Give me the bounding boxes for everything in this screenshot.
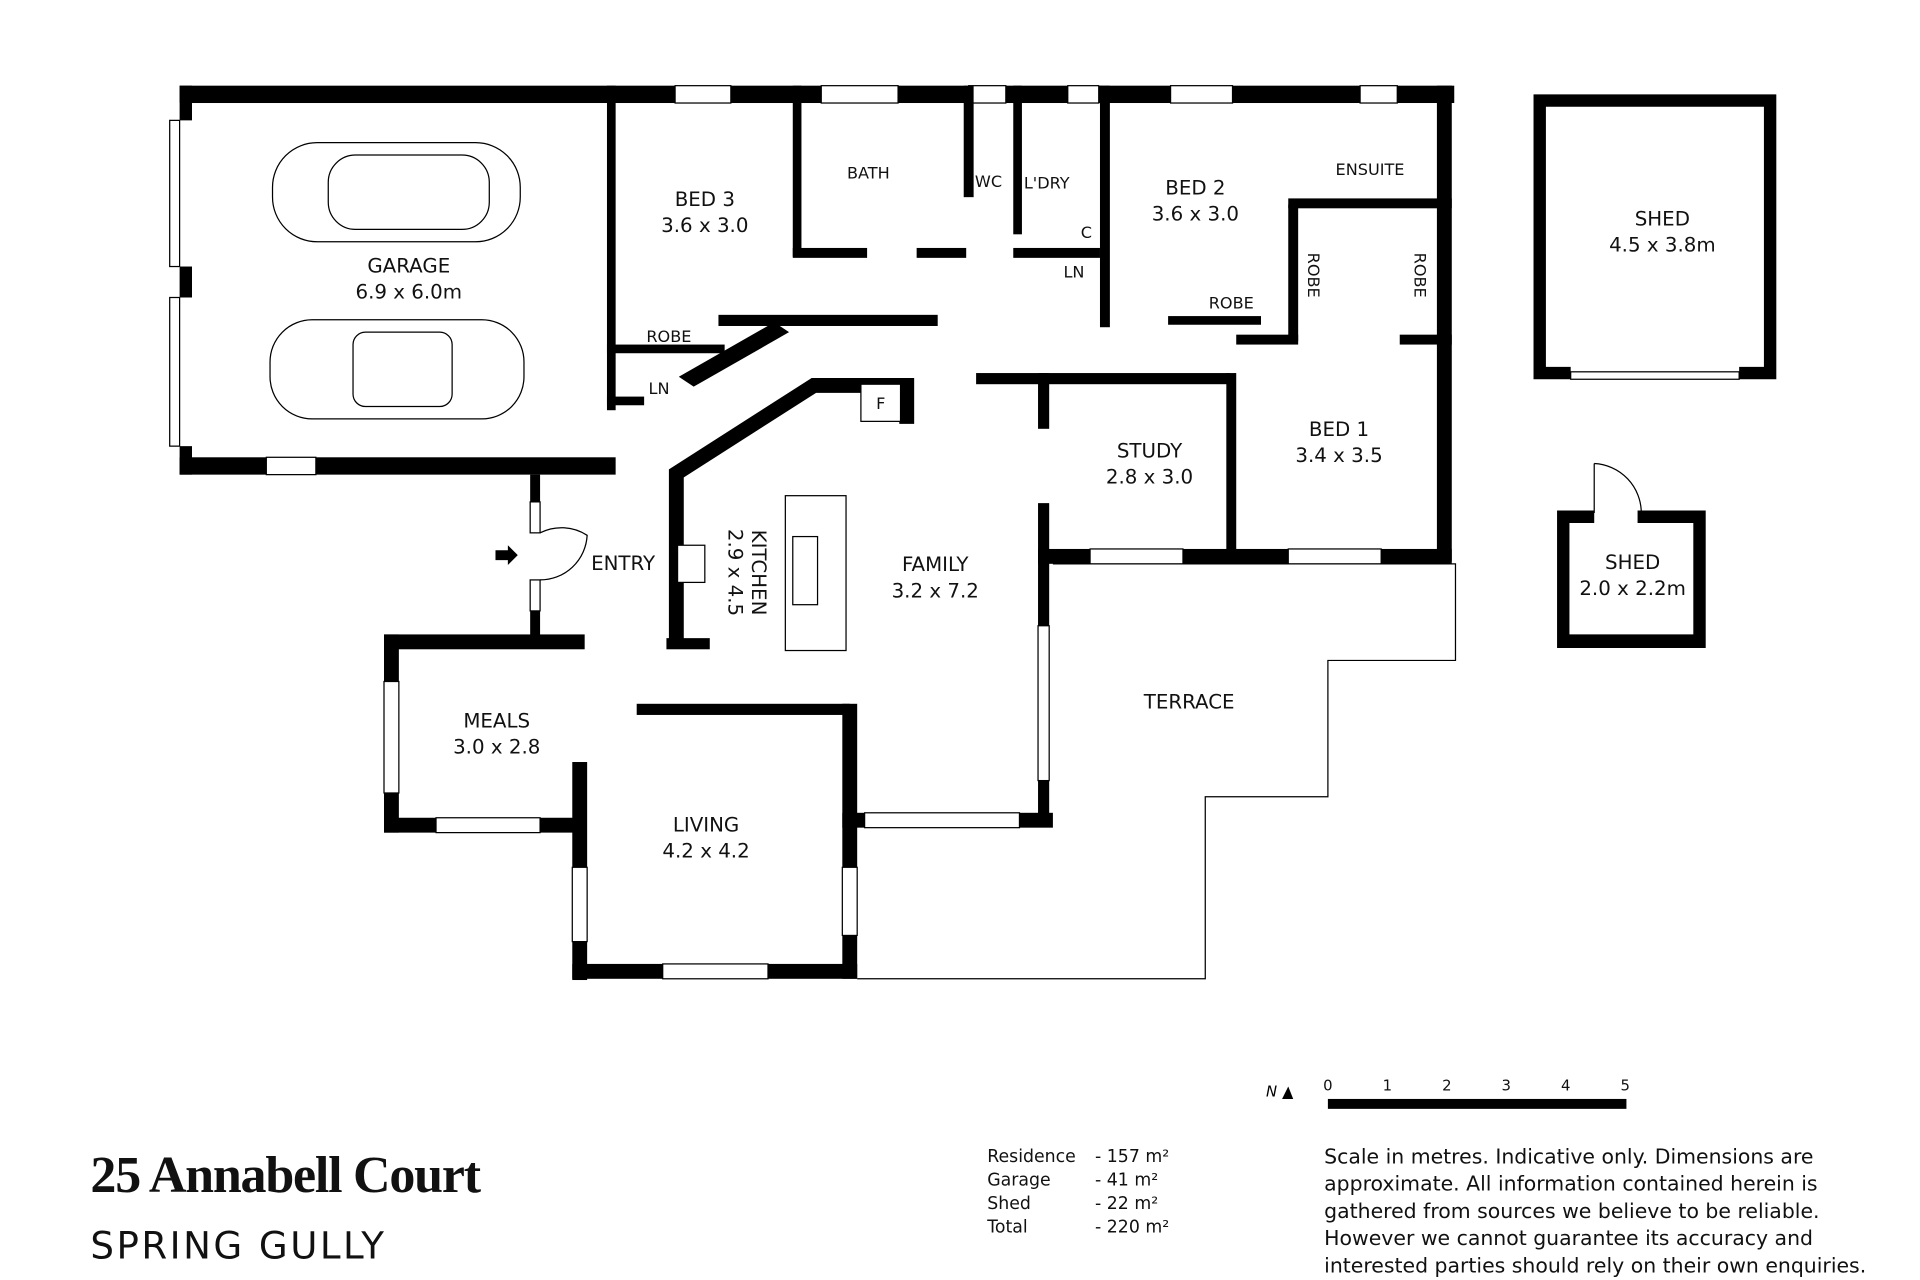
room-name: ENSUITE — [1336, 160, 1405, 179]
room-name: STUDY — [1117, 439, 1183, 462]
room-size: 2.9 x 4.5 — [723, 529, 746, 616]
room-name: BATH — [847, 164, 890, 183]
svg-text:Residence: Residence — [987, 1147, 1076, 1167]
svg-text:interested parties should rely: interested parties should rely on their … — [1324, 1253, 1866, 1277]
svg-text:Total: Total — [986, 1218, 1027, 1238]
room-size: 3.6 x 3.0 — [661, 214, 748, 237]
room-name: TERRACE — [1143, 691, 1235, 714]
svg-text:However we cannot guarantee i: However we cannot guarantee its accuracy… — [1324, 1226, 1813, 1250]
svg-text:Garage: Garage — [987, 1171, 1050, 1191]
north-arrow-icon — [1282, 1086, 1294, 1099]
room-name: WC — [975, 172, 1002, 191]
room-name: BED 3 — [675, 188, 735, 211]
room-name: C — [1081, 223, 1092, 242]
svg-text:0: 0 — [1323, 1076, 1332, 1094]
kitchen-wall — [668, 378, 915, 647]
room-name: 3.6 x 3.0 — [1152, 203, 1239, 226]
room-name: GARAGE — [367, 255, 450, 278]
room-name: MEALS — [463, 709, 530, 732]
terrace-outline — [857, 563, 1457, 980]
room-size: 2.0 x 2.2m — [1579, 577, 1686, 600]
svg-text:5: 5 — [1620, 1076, 1629, 1094]
svg-text:Shed: Shed — [987, 1194, 1031, 1214]
car-icon — [271, 142, 521, 243]
svg-text:Scale in metres. Indicative on: Scale in metres. Indicative only. Dimens… — [1324, 1144, 1813, 1168]
property-suburb: SPRING GULLY — [90, 1225, 386, 1268]
room-name: LN — [648, 379, 669, 398]
north-label: N — [1266, 1082, 1277, 1100]
scale-bar — [1327, 1098, 1627, 1109]
room-name: ROBE — [1411, 253, 1430, 298]
property-address: 25 Annabell Court — [90, 1147, 481, 1204]
room-name: BED 2 — [1165, 177, 1225, 200]
car-icon — [269, 319, 525, 420]
room-name: SHED — [1635, 208, 1690, 231]
room-name: SHED — [1605, 551, 1660, 574]
room-name: ROBE — [1209, 294, 1254, 313]
svg-text:- 157 m²: - 157 m² — [1095, 1147, 1169, 1167]
room-name: KITCHEN — [747, 530, 770, 616]
scale-ticks: 0 1 2 3 4 5 — [1323, 1076, 1630, 1094]
svg-text:- 220 m²: - 220 m² — [1095, 1218, 1169, 1238]
svg-text:- 22 m²: - 22 m² — [1095, 1194, 1158, 1214]
room-size: 3.4 x 3.5 — [1295, 444, 1382, 467]
room-name: ROBE — [1304, 253, 1323, 298]
svg-text:2: 2 — [1442, 1076, 1451, 1094]
room-name: FAMILY — [902, 553, 969, 576]
svg-text:gathered from sources we belie: gathered from sources we believe to be r… — [1324, 1199, 1819, 1223]
room-name: F — [876, 394, 885, 413]
room-name: ENTRY — [591, 552, 656, 575]
room-name: BED 1 — [1309, 418, 1369, 441]
room-name: LN — [1063, 263, 1084, 282]
svg-text:approximate. All information c: approximate. All information contained h… — [1324, 1172, 1817, 1196]
room-size: 2.8 x 3.0 — [1106, 465, 1193, 488]
area-table: Residence - 157 m² Garage - 41 m² Shed -… — [986, 1147, 1169, 1238]
svg-text:- 41 m²: - 41 m² — [1095, 1171, 1158, 1191]
svg-text:3: 3 — [1502, 1076, 1511, 1094]
room-size: 3.2 x 7.2 — [892, 579, 979, 602]
room-name: L'DRY — [1024, 173, 1070, 192]
room-size: 3.0 x 2.8 — [453, 735, 540, 758]
room-size: 4.2 x 4.2 — [662, 839, 749, 862]
room-name: ROBE — [646, 327, 691, 346]
room-size: 6.9 x 6.0m — [355, 281, 462, 304]
svg-text:1: 1 — [1383, 1076, 1392, 1094]
room-name: LIVING — [673, 813, 739, 836]
room-size: 4.5 x 3.8m — [1609, 234, 1716, 257]
entry-arrow-icon — [495, 545, 518, 566]
walls — [169, 85, 1777, 981]
disclaimer: Scale in metres. Indicative only. Dimens… — [1324, 1144, 1866, 1277]
svg-text:4: 4 — [1561, 1076, 1570, 1094]
sink-icon — [792, 535, 819, 606]
